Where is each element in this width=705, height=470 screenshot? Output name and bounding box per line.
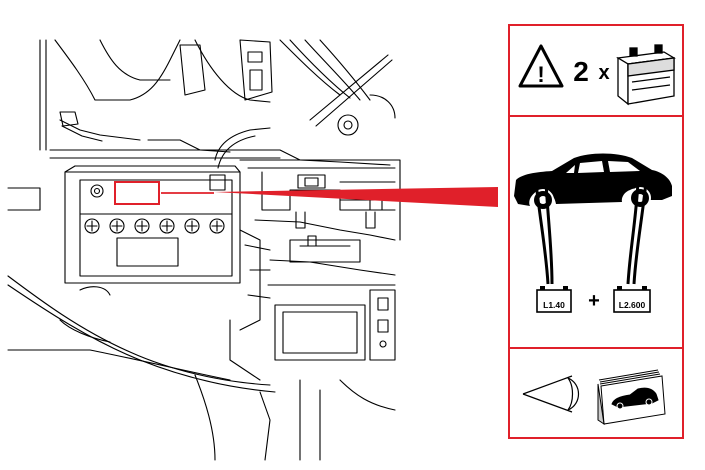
battery-right-icon: L2.600 [613, 286, 651, 313]
warning-exclamation: ! [537, 62, 544, 87]
multiply-sign: x [598, 62, 609, 84]
warning-triangle-icon: ! [518, 44, 564, 88]
plus-sign: + [588, 290, 600, 312]
battery-label-highlight [114, 181, 498, 207]
callout-pointer [214, 187, 498, 207]
manual-booklet-icon [597, 369, 666, 426]
jump-start-section: L1.40 + L2.600 [514, 153, 672, 313]
engine-bay-drawing [7, 39, 401, 461]
battery-left-icon: L1.40 [536, 286, 572, 313]
battery-left-label: L1.40 [543, 300, 565, 310]
manual-section [522, 369, 666, 426]
eye-icon [522, 375, 580, 413]
battery-icon [616, 44, 676, 106]
warning-section: ! 2 x [518, 44, 676, 106]
battery-right-label: L2.600 [619, 300, 646, 310]
jumper-cables [534, 181, 648, 285]
battery-warning-label: ! 2 x [508, 24, 684, 439]
car-icon [514, 153, 672, 211]
battery-count: 2 [573, 56, 589, 87]
